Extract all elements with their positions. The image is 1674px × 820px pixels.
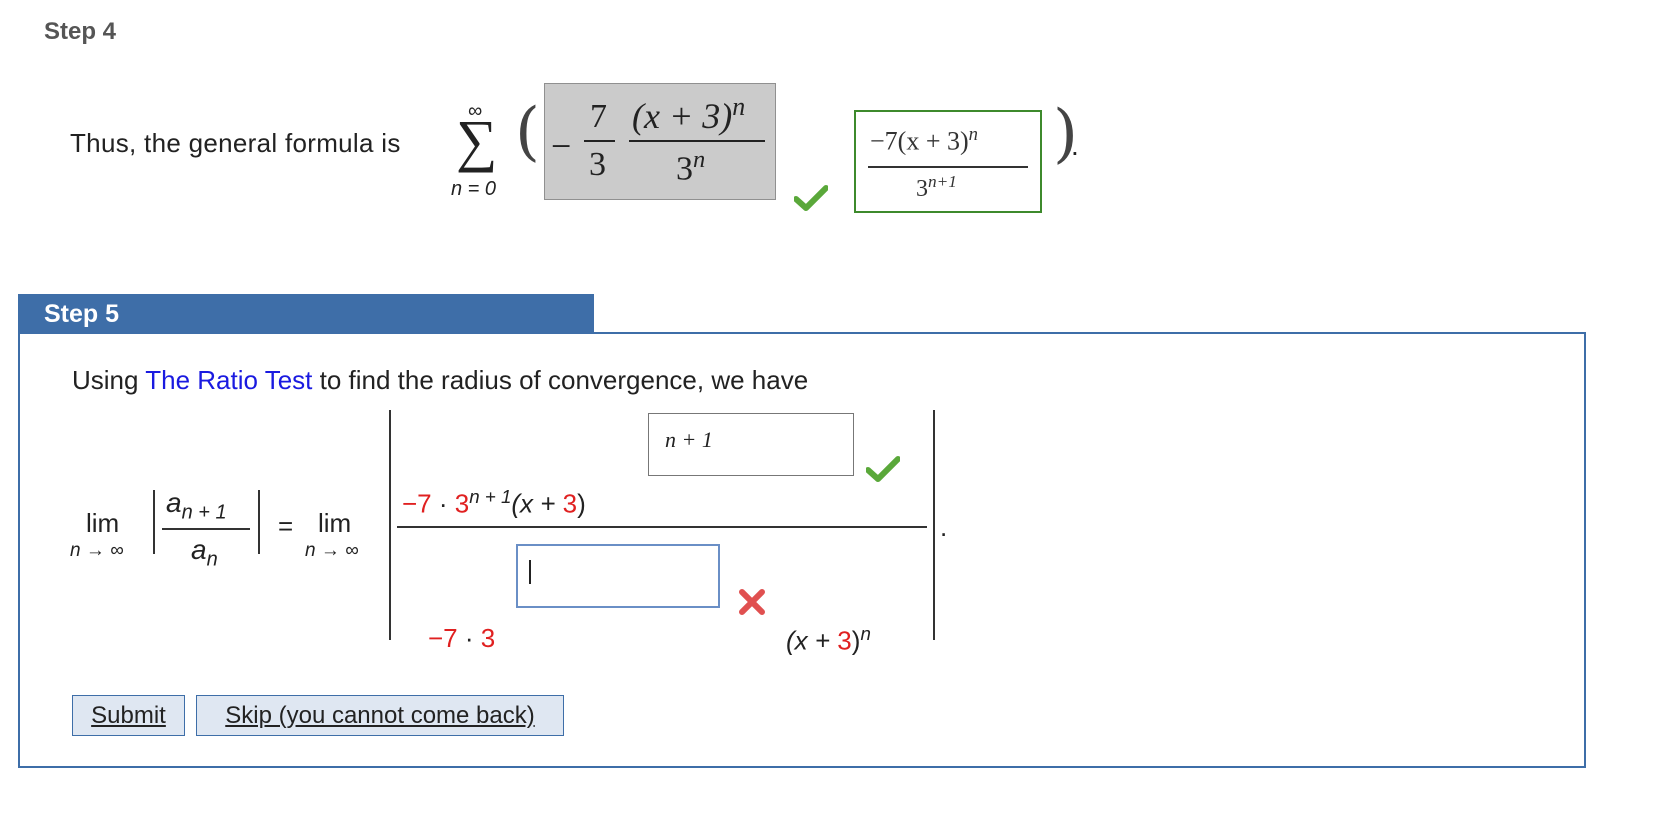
answer-box-correct[interactable] [854, 110, 1042, 213]
period: . [1071, 130, 1079, 161]
given-coef-fraction-bar [584, 140, 615, 142]
left-paren: ( [515, 95, 540, 169]
submit-button[interactable]: Submit [72, 695, 185, 736]
summation-lower-limit: n = 0 [451, 178, 497, 200]
ratio-denominator: an [191, 534, 218, 571]
big-abs-bar-right [933, 410, 935, 640]
given-denominator: 3n [676, 146, 706, 188]
text-cursor [529, 560, 531, 584]
ratio-test-intro: Using The Ratio Test to find the radius … [72, 365, 809, 395]
given-fraction-bar [629, 140, 765, 142]
answer-numerator: −7(x + 3)n [870, 124, 979, 156]
given-minus-sign: − [551, 126, 572, 166]
right-paren: ) [1053, 97, 1078, 171]
limit-right-subscript: n → ∞ [305, 540, 359, 561]
summation-symbol: ∑ [456, 108, 498, 173]
checkmark-icon [793, 185, 829, 216]
limit-right: lim [318, 508, 352, 538]
checkmark-icon [865, 456, 901, 487]
answer-fraction-bar [868, 166, 1028, 168]
step5-title: Step 5 [44, 300, 120, 328]
big-abs-bar-left [389, 410, 391, 640]
exponent-answer-box[interactable] [648, 413, 854, 476]
given-coef-numerator: 7 [590, 98, 607, 135]
summation-upper-limit: ∞ [468, 100, 483, 122]
general-formula-text: Thus, the general formula is [70, 128, 401, 158]
skip-button[interactable]: Skip (you cannot come back) [196, 695, 564, 736]
given-numerator: (x + 3)n [632, 92, 746, 136]
equals-sign: = [278, 511, 294, 541]
denominator-left-term: −7 · 3 [428, 623, 496, 653]
exponent-answer-value: n + 1 [665, 427, 713, 452]
limit-left: lim [86, 508, 120, 538]
abs-bar-right [258, 490, 260, 554]
denominator-input[interactable] [516, 544, 720, 608]
denominator-right-term: (x + 3)n [786, 623, 871, 656]
step4-title: Step 4 [44, 18, 117, 45]
period: . [940, 512, 948, 542]
limit-left-subscript: n → ∞ [70, 540, 124, 561]
ratio-test-link[interactable]: The Ratio Test [145, 365, 313, 395]
abs-bar-left [153, 490, 155, 554]
ratio-fraction-bar [162, 528, 250, 530]
step5-panel [18, 332, 1586, 768]
ratio-big-numerator: −7 · 3n + 1(x + 3) [402, 486, 586, 519]
big-fraction-bar [397, 526, 927, 528]
answer-denominator: 3n+1 [916, 172, 957, 202]
step5-header [18, 294, 594, 333]
given-coef-denominator: 3 [589, 146, 606, 183]
x-mark-icon [738, 588, 766, 621]
ratio-numerator: an + 1 [166, 487, 227, 524]
